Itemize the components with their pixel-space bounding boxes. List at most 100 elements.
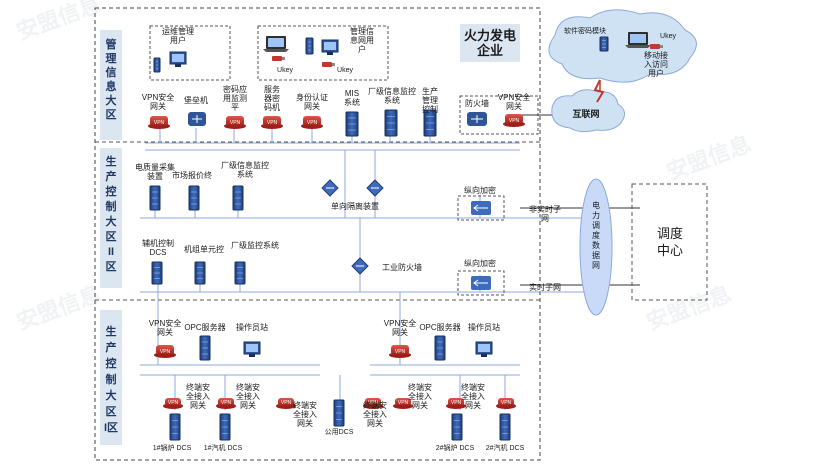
ukey-icon [322,62,335,67]
svg-text:VPN: VPN [398,400,409,406]
opc-server-label: OPC服务器 [184,322,225,332]
svg-text:VPN: VPN [221,400,232,406]
lightning-icon [593,79,605,103]
svg-text:管理信息大区: 管理信息大区 [106,37,117,121]
mobile-cloud [548,9,697,83]
dispatch-network-ellipse [579,178,613,316]
crypto-monitor-label: 密码应用监测平 [223,84,247,112]
dcs-cabinet-icon [451,413,463,441]
dispatch-center-box [631,183,708,301]
plant-monitor-server-icon [384,109,398,137]
terminal-gateway-label: 终端安全接入网关 [408,382,432,410]
dcs-cabinet-icon [499,413,511,441]
operator-station-label: 操作员站 [468,322,500,332]
watermark-text: 安盟信息 [643,281,734,335]
svg-text:VPN: VPN [230,120,241,126]
firewall-icon [467,112,487,126]
watermark-text: 安盟信息 [663,131,754,185]
auth-gateway-label: 身份认证网关 [296,92,328,111]
terminal-gateway-icon: VPN [393,398,413,409]
terminal-gateway-label: 终端安全接入网关 [461,382,485,410]
realtime-label: 实时子网 [529,282,561,292]
non-realtime-label: 非实时子网 [529,204,561,223]
dispatch-center-label: 调度中心 [657,226,683,258]
cloud-server-icon [599,36,609,52]
turbine1-label: 1#汽机 DCS [204,443,243,452]
plant-monitor-label: 厂级监控系统 [231,240,279,250]
unit-ctrl-label: 机组单元控 [184,244,224,254]
soft-crypto-label: 软件密码模块 [564,26,606,35]
vertical-encryption-icon [457,195,505,221]
internet-cloud [551,89,625,133]
dcs-cabinet-icon [219,413,231,441]
watermark-text: 安盟信息 [13,281,104,335]
svg-text:VPN: VPN [368,400,379,406]
terminal-gateway-icon: VPN [496,398,516,409]
mis-workstation-icon [321,39,339,55]
ukey-icon [272,56,285,61]
terminal-gateway-icon: VPN [216,398,236,409]
market-terminal-label: 市场报价终 [172,170,212,180]
terminal-gateway-label: 终端安全接入网关 [293,400,317,428]
svg-text:VPN: VPN [160,349,171,355]
plant-monitor-label: 厂级信息监控系统 [221,160,269,179]
power-quality-server-icon [149,185,161,211]
terminal-gateway-label: 终端安全接入网关 [363,400,387,428]
svg-text:VPN: VPN [307,120,318,126]
vpn-gateway-label: VPN安全网关 [142,92,174,111]
plant-monitor-server-icon [232,185,244,211]
terminal-gateway-label: 终端安全接入网关 [186,382,210,410]
ukey-label: Ukey [337,67,353,74]
mis-user-box [257,25,389,81]
crypto-monitor-icon: VPN [224,116,246,129]
company-title: 火力发电企业 [460,24,520,62]
terminal-gateway-icon: VPN [163,398,183,409]
enterprise-boundary [94,7,541,461]
public-dcs-label: 公用DCS [325,428,354,436]
vpn-gateway-icon: VPN [389,345,411,358]
one-way-isolation-icon [366,179,384,197]
mobile-laptop-icon [625,32,651,48]
terminal-gateway-icon: VPN [276,398,296,409]
prod-mgmt-label: 生产管理控制 [422,86,438,114]
mis-server-icon [345,111,359,137]
power-quality-label: 电质量采集装置 [135,162,175,181]
svg-text:VPN: VPN [154,120,165,126]
dcs-cabinet-icon [333,399,345,427]
one-way-isolation-icon [321,179,339,197]
vertical-encryption-label: 纵向加密 [464,258,496,268]
vpn-gateway-icon: VPN [148,116,170,129]
opc-server-label: OPC服务器 [419,322,460,332]
vpn-gateway-label: VPN安全网关 [384,318,416,337]
prod-mgmt-server-icon [423,109,437,137]
ops-user-box [149,25,231,81]
vpn-gateway-icon: VPN [503,114,525,127]
svg-text:火力发电企业: 火力发电企业 [464,28,516,58]
vpn-gateway-label: VPN安全网关 [149,318,181,337]
one-way-isolation-label: 单向隔离装置 [331,201,379,211]
ukey-label: Ukey [277,67,293,74]
mis-laptop-icon [263,36,289,52]
plant-monitor-label: 厂级信息监控系统 [368,86,416,105]
dispatch-network-label: 电力调度数据网 [592,200,600,270]
market-terminal-server-icon [188,185,200,211]
vpn-gateway-icon: VPN [154,345,176,358]
bus-lines [140,128,600,410]
boiler1-label: 1#锅炉 DCS [153,443,192,452]
internet-label: 互联网 [572,108,599,119]
watermark-text: 安盟信息 [13,0,104,45]
server-crypto-icon: VPN [261,116,283,129]
operator-station-icon [475,341,493,357]
mis-server-icon [305,37,314,55]
terminal-gateway-icon: VPN [363,398,383,409]
vertical-encryption-icon [457,270,505,296]
opc-server-icon [199,335,211,361]
svg-text:VPN: VPN [501,400,512,406]
dcs-cabinet-icon [169,413,181,441]
terminal-gateway-label: 终端安全接入网关 [236,382,260,410]
